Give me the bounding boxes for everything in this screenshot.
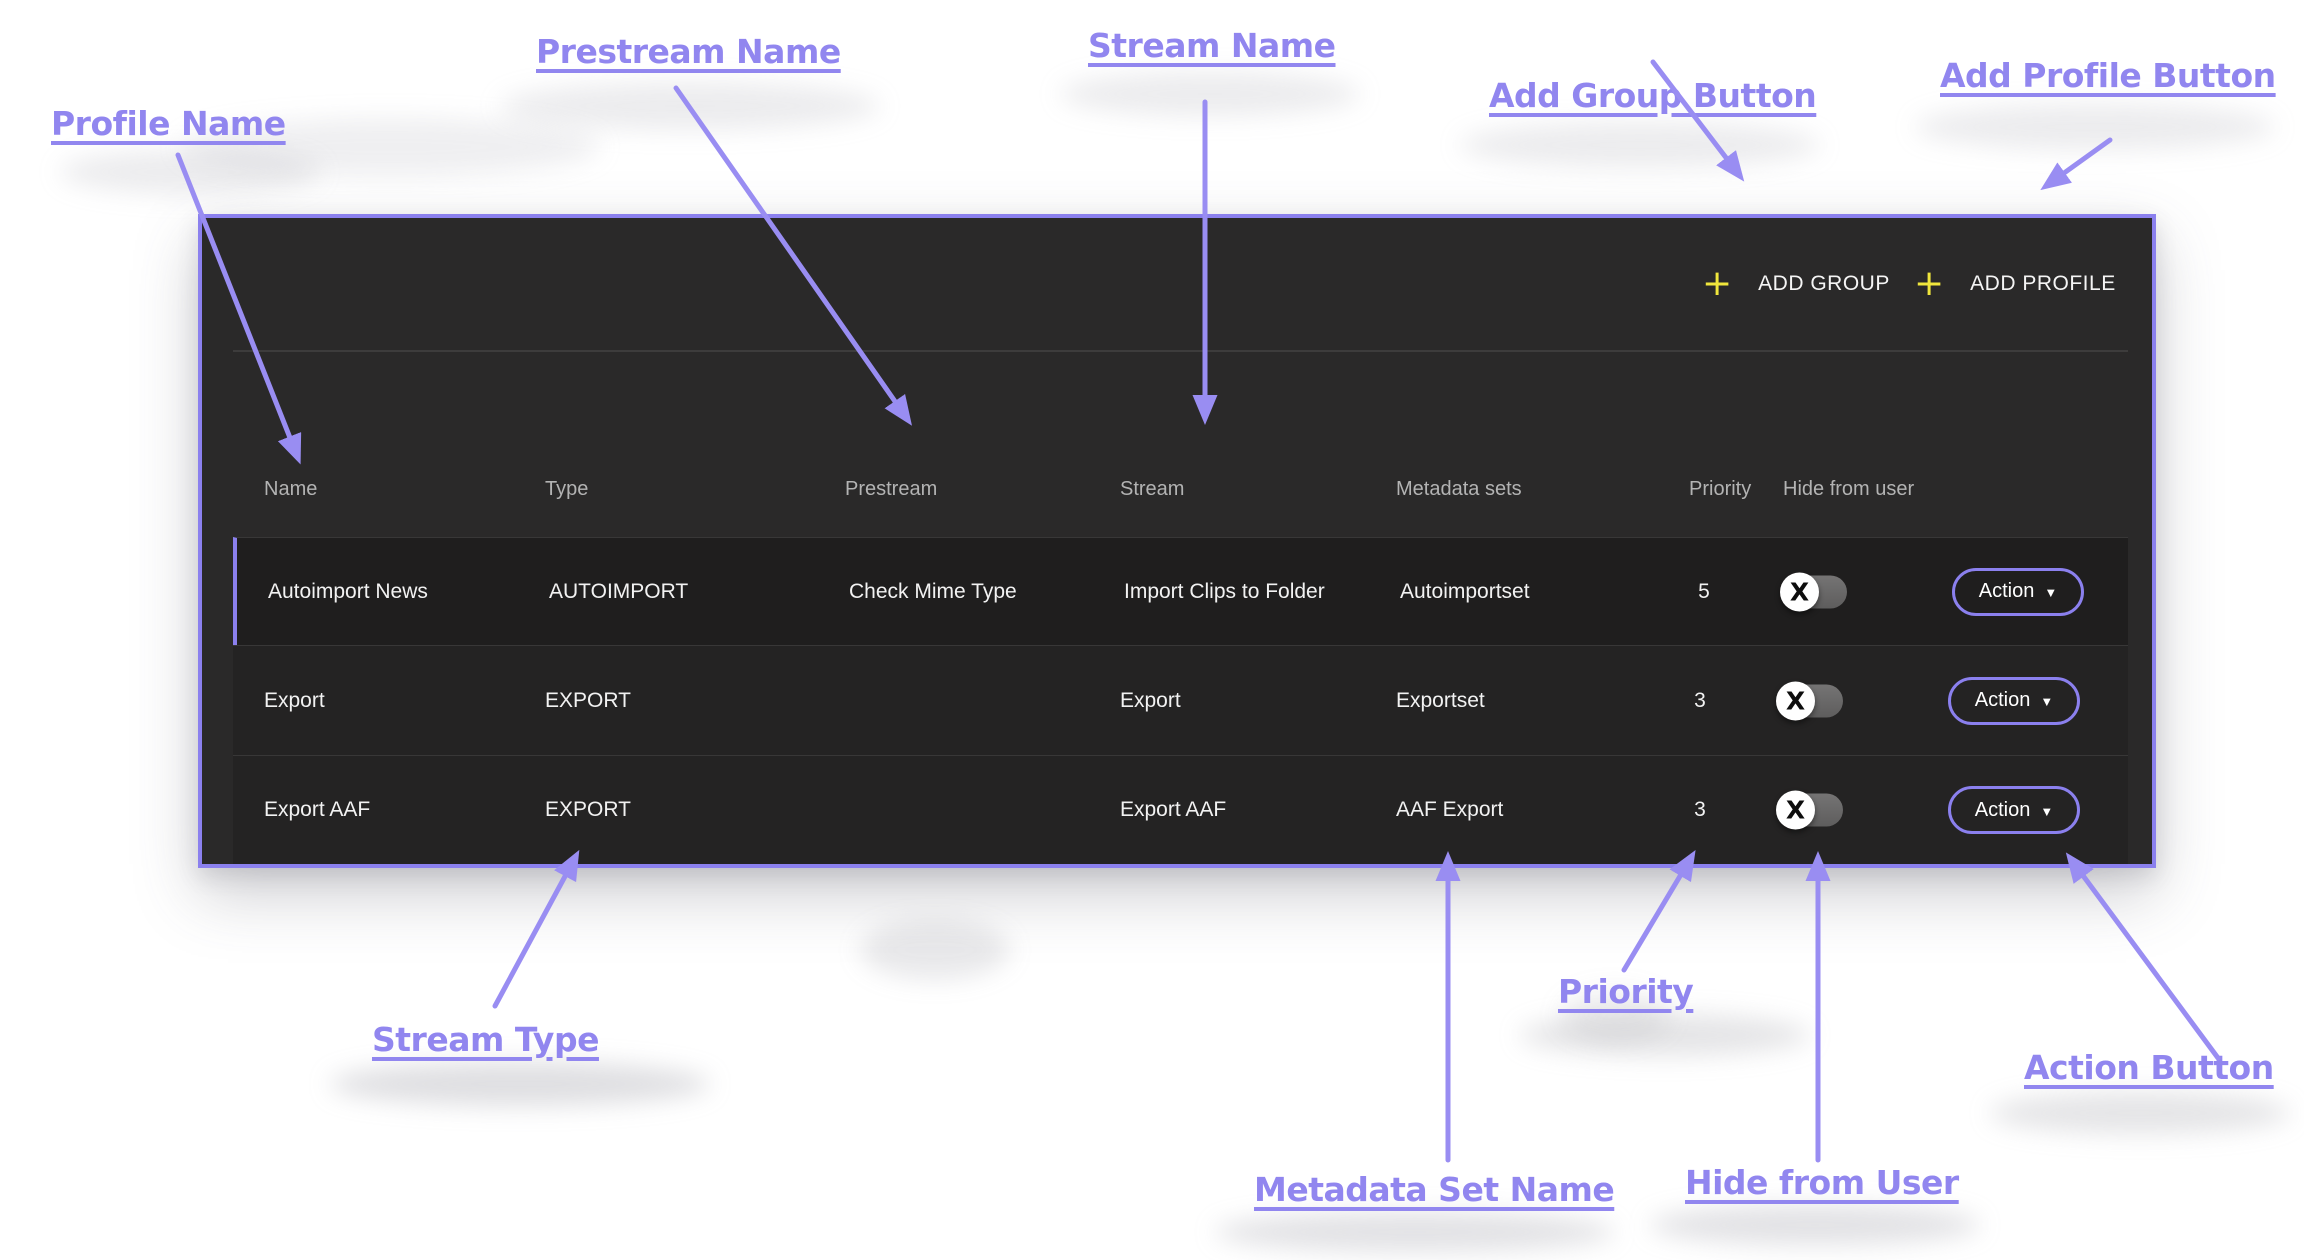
shadow-blob: [1215, 1212, 1615, 1252]
caret-down-icon: ▼: [2044, 585, 2058, 600]
column-header-stream: Stream: [1120, 478, 1185, 500]
caret-down-icon: ▼: [2040, 803, 2054, 819]
caret-down-icon: ▼: [2040, 694, 2054, 709]
column-header-prestream: Prestream: [845, 478, 938, 500]
column-header-priority: Priority: [1689, 478, 1752, 500]
annotation-metadata-set-name: Metadata Set Name: [1254, 1170, 1615, 1209]
cell-stream-type: AUTOIMPORT: [549, 579, 689, 603]
plus-icon: +: [1702, 263, 1733, 304]
cell-profile-name: Autoimport News: [268, 579, 428, 603]
shadow-blob: [1915, 104, 2275, 150]
cell-metadata-set: Autoimportset: [1400, 579, 1530, 603]
toggle-x-icon: X: [1776, 790, 1815, 830]
add-profile-label: ADD PROFILE: [1970, 272, 2116, 295]
cell-stream-type: EXPORT: [545, 798, 631, 821]
arrow-stream-type: [492, 849, 580, 1009]
column-header-type: Type: [545, 478, 589, 500]
hide-from-user-toggle[interactable]: X: [1776, 681, 1843, 720]
annotation-profile-name: Profile Name: [51, 104, 286, 143]
shadow-blob: [1460, 122, 1820, 168]
annotation-prestream-name: Prestream Name: [536, 32, 841, 71]
toggle-x-icon: X: [1776, 681, 1815, 720]
cell-priority: 3: [1694, 688, 1706, 712]
annotation-add-group-button: Add Group Button: [1489, 76, 1817, 115]
table-header: Name Type Prestream Stream Metadata sets…: [233, 478, 2128, 504]
action-button[interactable]: Action ▼: [1948, 786, 2080, 834]
action-label: Action: [1974, 798, 2031, 821]
cell-stream-name: Export AAF: [1120, 798, 1227, 821]
cell-profile-name: Export AAF: [264, 798, 371, 821]
profiles-panel: + ADD GROUP + ADD PROFILE Name Type Pres…: [198, 214, 2156, 868]
annotation-stream-name: Stream Name: [1088, 26, 1336, 65]
table-row[interactable]: Export AAF EXPORT Export AAF AAF Export …: [233, 755, 2128, 864]
hide-from-user-toggle[interactable]: X: [1776, 790, 1843, 830]
cell-priority: 3: [1694, 798, 1706, 821]
annotation-add-profile-button: Add Profile Button: [1940, 56, 2276, 95]
annotation-action-button: Action Button: [2024, 1048, 2274, 1087]
annotation-stream-type: Stream Type: [372, 1020, 599, 1059]
shadow-blob: [1990, 1092, 2290, 1134]
table-row[interactable]: Autoimport News AUTOIMPORT Check Mime Ty…: [233, 537, 2128, 645]
action-button[interactable]: Action ▼: [1952, 567, 2084, 616]
column-header-metadata-sets: Metadata sets: [1396, 478, 1522, 500]
table-row[interactable]: Export EXPORT Export Exportset 3 X Actio…: [233, 645, 2128, 755]
shadow-blob: [860, 920, 1010, 980]
arrow-action-button: [2065, 852, 2221, 1061]
annotation-priority: Priority: [1558, 972, 1694, 1011]
cell-stream-type: EXPORT: [545, 688, 631, 712]
toggle-x-icon: X: [1780, 572, 1819, 611]
shadow-blob: [1520, 1014, 1810, 1056]
cell-metadata-set: AAF Export: [1396, 798, 1504, 821]
shadow-blob: [60, 150, 320, 194]
cell-metadata-set: Exportset: [1396, 688, 1485, 712]
arrow-priority: [1621, 849, 1696, 973]
cell-stream-name: Import Clips to Folder: [1124, 579, 1325, 603]
action-button[interactable]: Action ▼: [1948, 676, 2080, 725]
annotation-hide-from-user: Hide from User: [1685, 1163, 1959, 1202]
cell-profile-name: Export: [264, 688, 325, 712]
shadow-blob: [1060, 72, 1360, 116]
add-profile-button[interactable]: + ADD PROFILE: [1914, 218, 2116, 350]
hide-from-user-toggle[interactable]: X: [1780, 572, 1847, 611]
action-label: Action: [1974, 689, 2031, 711]
shadow-blob: [330, 1062, 710, 1106]
plus-icon: +: [1914, 263, 1945, 304]
add-group-label: ADD GROUP: [1758, 272, 1890, 295]
column-header-hide-from-user: Hide from user: [1783, 478, 1915, 500]
action-label: Action: [1978, 580, 2035, 602]
column-header-name: Name: [264, 478, 318, 500]
add-group-button[interactable]: + ADD GROUP: [1702, 218, 1890, 350]
toolbar-divider: [233, 350, 2128, 352]
table-body: Autoimport News AUTOIMPORT Check Mime Ty…: [233, 537, 2128, 864]
cell-priority: 5: [1698, 579, 1710, 603]
shadow-blob: [1650, 1205, 1980, 1245]
arrow-add-profile: [2040, 137, 2113, 191]
shadow-blob: [500, 82, 880, 130]
cell-prestream-name: Check Mime Type: [849, 579, 1017, 603]
cell-stream-name: Export: [1120, 688, 1181, 712]
